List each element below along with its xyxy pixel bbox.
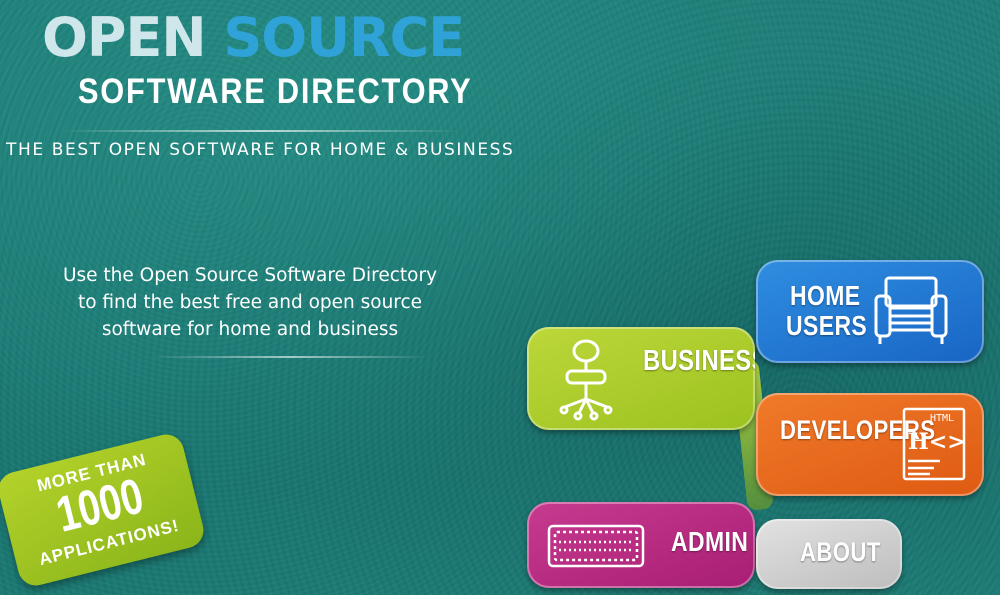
- intro-divider: [150, 356, 430, 358]
- logo-title[interactable]: OPEN SOURCE: [42, 6, 482, 70]
- icon-text-h: H<>: [908, 429, 966, 455]
- office-chair-icon: [559, 339, 613, 421]
- admin-tile-label: ADMIN: [671, 526, 749, 557]
- business-tile-button[interactable]: BUSINESS: [527, 327, 755, 430]
- keyboard-icon: [547, 524, 645, 568]
- intro-line-3: software for home and business: [101, 319, 399, 340]
- home-users-label-line-2: USERS: [786, 310, 868, 341]
- home-users-label-line-1: HOME: [790, 280, 861, 311]
- developers-tile-label: DEVELOPERS: [780, 415, 936, 445]
- armchair-icon: [874, 276, 948, 344]
- about-tile-label: ABOUT: [800, 537, 881, 567]
- intro-text: Use the Open Source Software Directory t…: [40, 262, 460, 343]
- logo-subtitle: SOFTWARE DIRECTORY: [78, 72, 473, 111]
- html-code-icon: HTML H<>: [902, 407, 966, 481]
- intro-line-2: to find the best free and open source: [77, 292, 423, 313]
- admin-tile-button[interactable]: ADMIN: [527, 502, 755, 588]
- about-tile-button[interactable]: ABOUT: [756, 519, 902, 589]
- icon-text-html: HTML: [930, 413, 954, 424]
- home-users-tile-button[interactable]: HOME USERS: [756, 260, 984, 363]
- logo-word-open: OPEN: [42, 6, 207, 69]
- business-tile-label: BUSINESS: [643, 345, 755, 377]
- applications-count-badge: MORE THAN 1000 APPLICATIONS!: [0, 430, 208, 590]
- header-divider: [60, 130, 460, 132]
- logo-word-source: SOURCE: [223, 6, 465, 69]
- intro-line-1: Use the Open Source Software Directory: [62, 265, 438, 286]
- developers-tile-button[interactable]: DEVELOPERS HTML H<>: [756, 393, 984, 496]
- tagline: THE BEST OPEN SOFTWARE FOR HOME & BUSINE…: [6, 140, 515, 160]
